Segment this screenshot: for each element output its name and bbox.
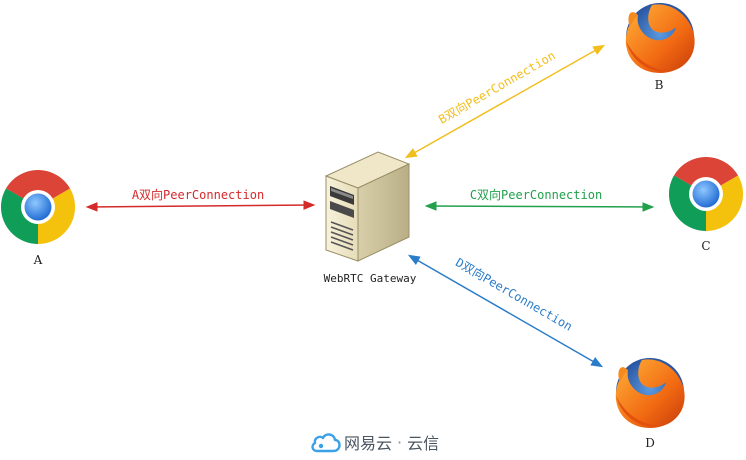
brand-separator: · [397,432,403,452]
firefox-icon [615,358,685,428]
edge-c-line [424,201,655,212]
server-icon [324,151,411,262]
edge-c-label: C双向PeerConnection [470,187,602,202]
brand-product: 云信 [407,434,440,453]
node-a-label: A [33,253,43,267]
node-d-label: D [645,436,655,450]
edge-a-label: A双向PeerConnection [132,187,264,202]
edge-b-label: B双向PeerConnection [436,48,558,127]
firefox-icon [625,3,695,74]
brand-name: 网易云 [344,434,393,453]
brand-logo-block: 网易云 · 云信 [310,428,439,456]
edge-a-line [85,200,316,212]
node-c-label: C [701,239,711,253]
chrome-icon [669,157,743,231]
cloud-logo-icon [311,433,341,453]
edge-d-label: D双向PeerConnection [453,255,575,334]
chrome-icon [1,170,75,244]
node-b-label: B [654,78,664,92]
edge-d-line [407,254,604,368]
edge-b-line [404,44,606,159]
gateway-label: WebRTC Gateway [323,272,417,285]
